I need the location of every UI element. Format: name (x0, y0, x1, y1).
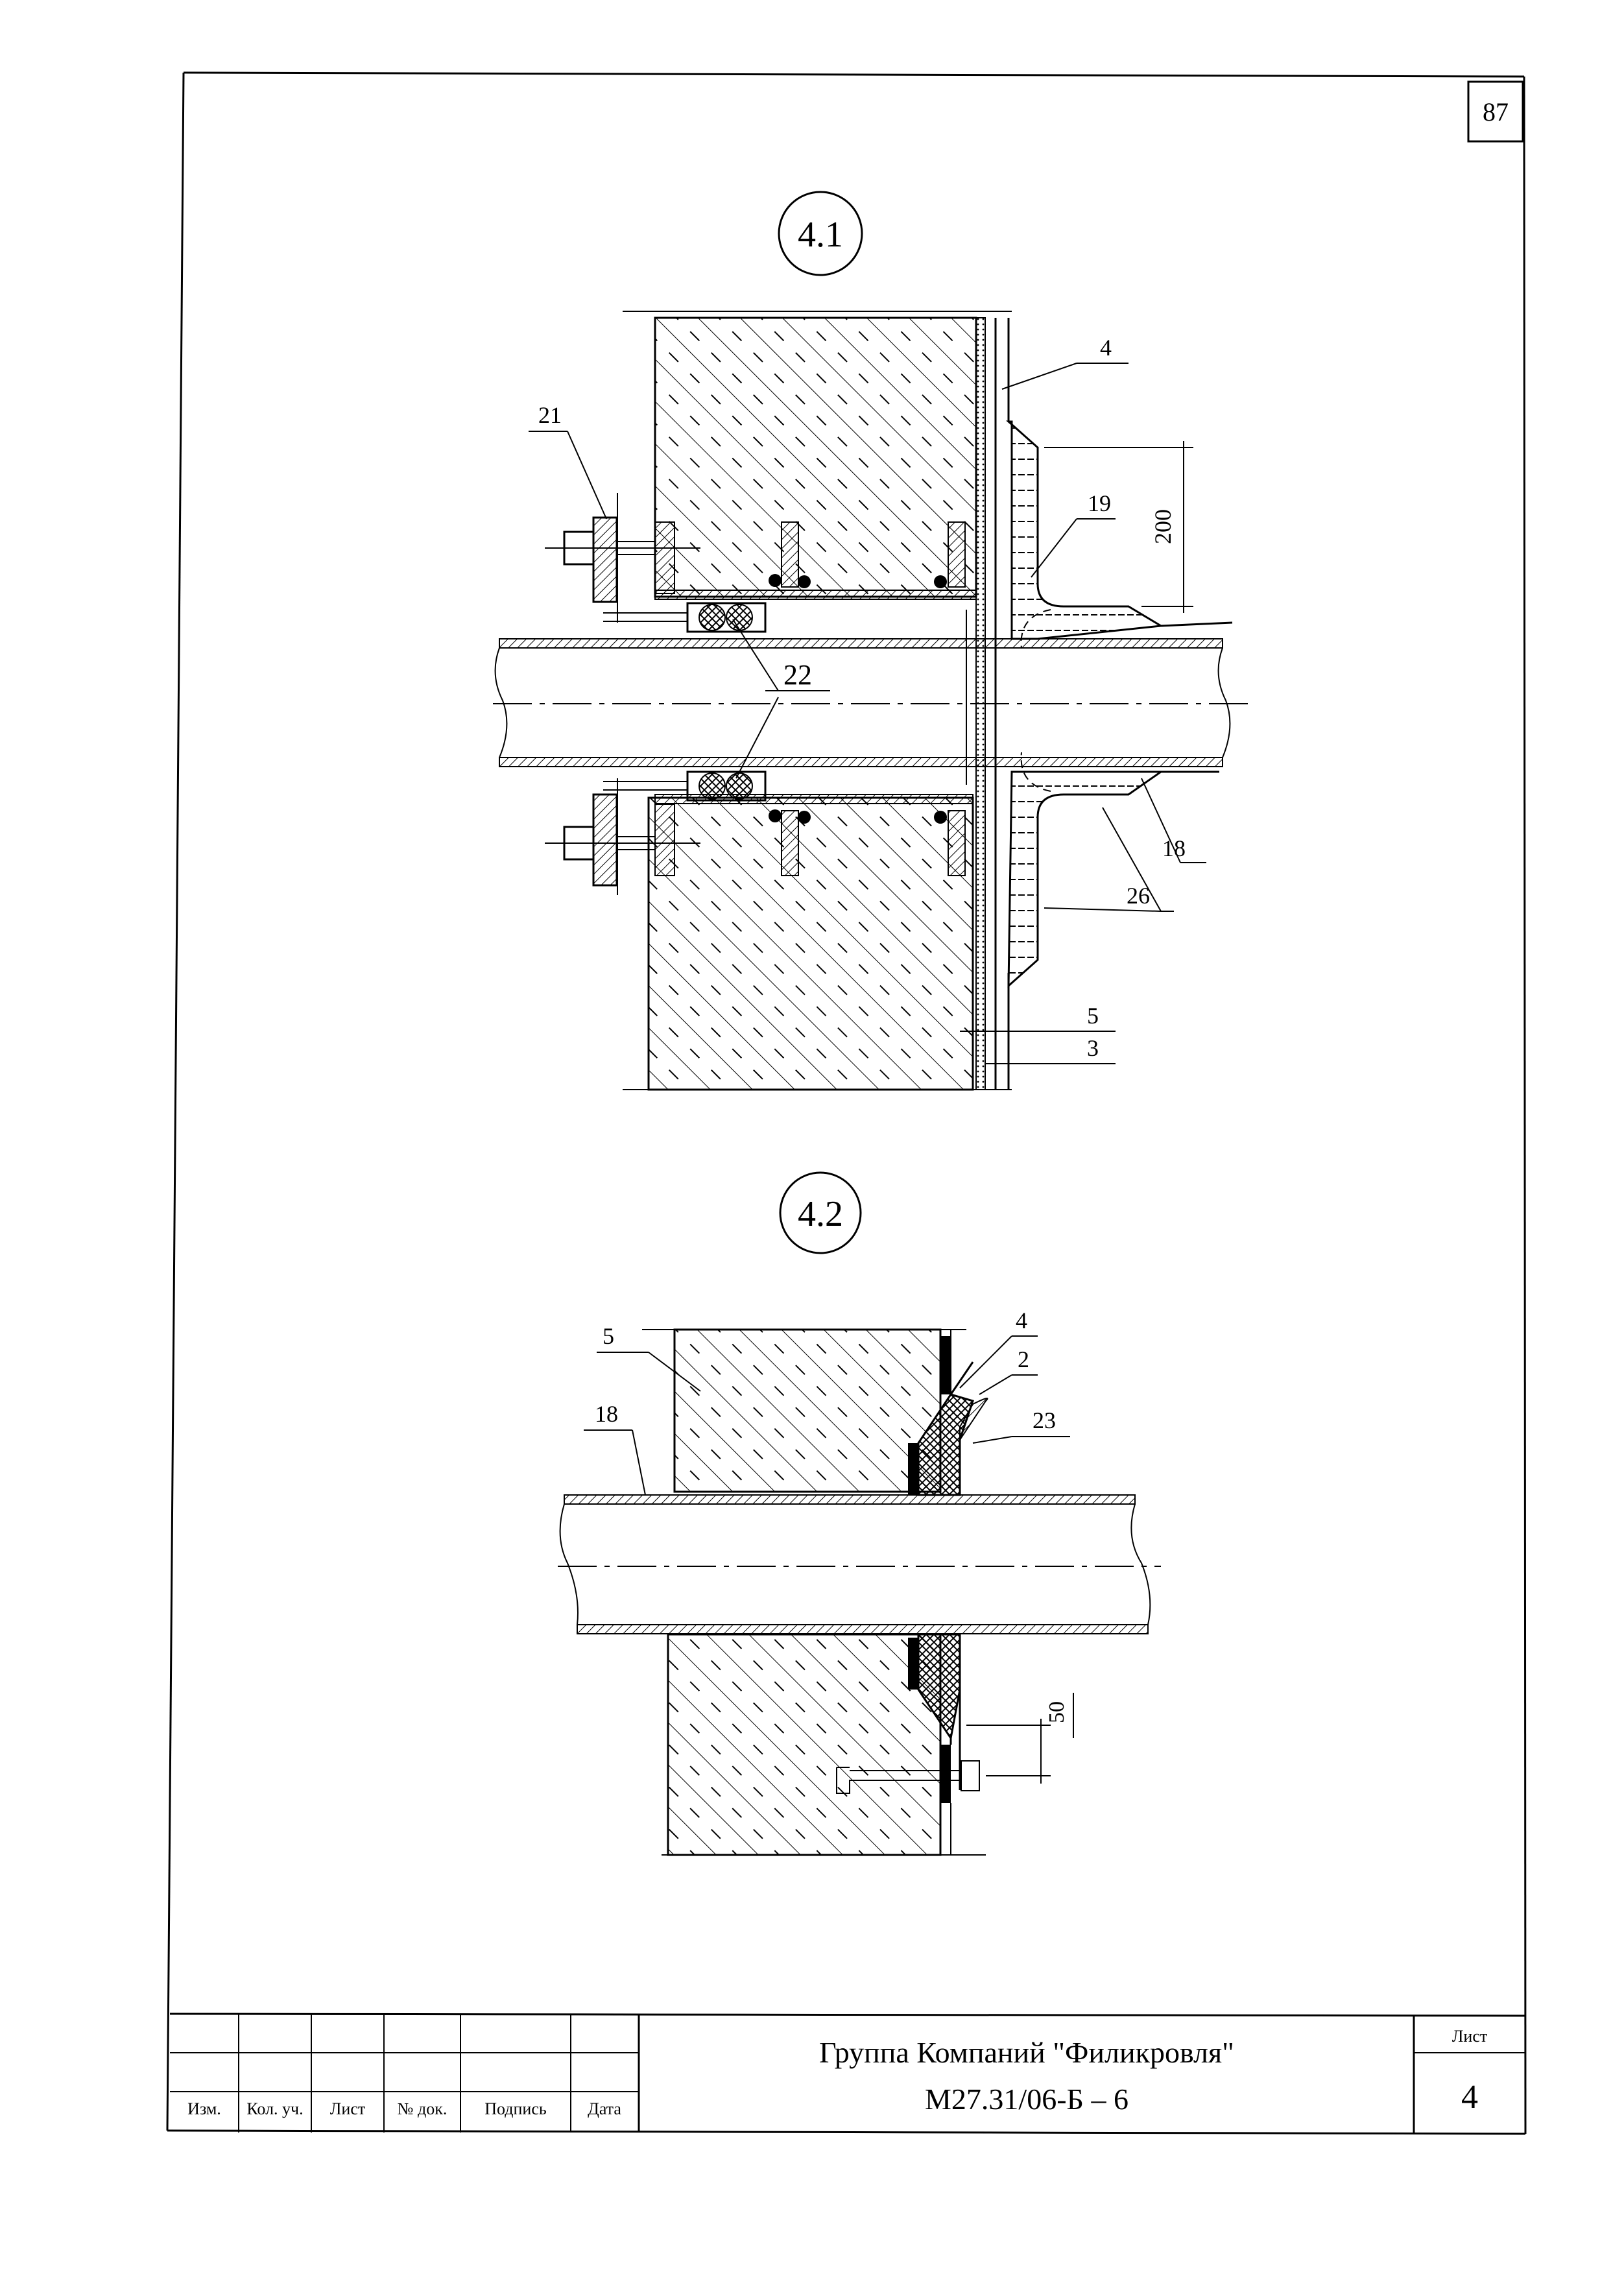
detail-4-2-callouts (584, 1335, 1070, 1496)
svg-text:4.1: 4.1 (798, 215, 843, 255)
flange-clamp-21 (545, 493, 700, 623)
col-n-dok: № док. (398, 2099, 448, 2118)
sealant-collar-upper (1006, 420, 1164, 640)
col-list: Лист (330, 2099, 365, 2118)
dimension-200: 200 (1044, 441, 1193, 613)
anchor-bolt (836, 1760, 1025, 1794)
svg-text:5: 5 (603, 1323, 614, 1349)
svg-text:2: 2 (1018, 1346, 1029, 1372)
document-code: М27.31/06-Б – 6 (925, 2083, 1128, 2116)
col-kol-uch: Кол. уч. (246, 2099, 303, 2118)
sealant-collar-lower (1007, 771, 1164, 988)
svg-text:18: 18 (1162, 835, 1186, 861)
detail-4-2-title: 4.2 (779, 1171, 862, 1254)
wall-block-lower (647, 796, 974, 1091)
svg-text:200: 200 (1150, 509, 1176, 544)
svg-text:3: 3 (1087, 1035, 1099, 1061)
svg-text:21: 21 (538, 402, 562, 428)
pipe-18 (493, 638, 1252, 767)
flange-clamp-lower (545, 778, 700, 895)
title-block (169, 2013, 1526, 2134)
svg-text:50: 50 (1045, 1701, 1069, 1723)
svg-text:4: 4 (1016, 1308, 1027, 1333)
col-data: Дата (588, 2099, 621, 2118)
svg-text:18: 18 (595, 1401, 618, 1427)
svg-text:22: 22 (783, 659, 812, 691)
detail-4-1-title: 4.1 (778, 191, 863, 276)
wall-block-upper-2 (673, 1328, 942, 1493)
svg-text:4: 4 (1100, 335, 1112, 361)
sealant-23-upper (959, 1398, 988, 1442)
sheet-number: 4 (1461, 2079, 1478, 2116)
pipe-18-detail-2 (558, 1494, 1161, 1634)
svg-text:26: 26 (1127, 883, 1150, 909)
page-number-box: 87 (1467, 80, 1524, 143)
svg-text:19: 19 (1088, 490, 1111, 516)
detail-4-2: 4.2 (558, 1171, 1161, 1856)
page-number: 87 (1483, 97, 1509, 126)
dimension-50: 50 (966, 1693, 1074, 1784)
svg-text:23: 23 (1033, 1407, 1056, 1433)
wall-block-lower-2 (667, 1633, 942, 1856)
col-podpis: Подпись (484, 2099, 547, 2118)
detail-4-1-callouts (529, 363, 1206, 1064)
wall-block-upper (654, 317, 977, 598)
detail-4-1: 4.1 (493, 191, 1252, 1091)
company-name: Группа Компаний "Филикровля" (819, 2036, 1234, 2069)
sheet-label: Лист (1452, 2027, 1487, 2046)
svg-text:4.2: 4.2 (798, 1194, 843, 1234)
svg-text:5: 5 (1087, 1003, 1099, 1029)
col-izm: Изм. (187, 2099, 221, 2118)
seal-rings-22 (686, 602, 767, 802)
sheet-frame (166, 71, 1527, 2135)
